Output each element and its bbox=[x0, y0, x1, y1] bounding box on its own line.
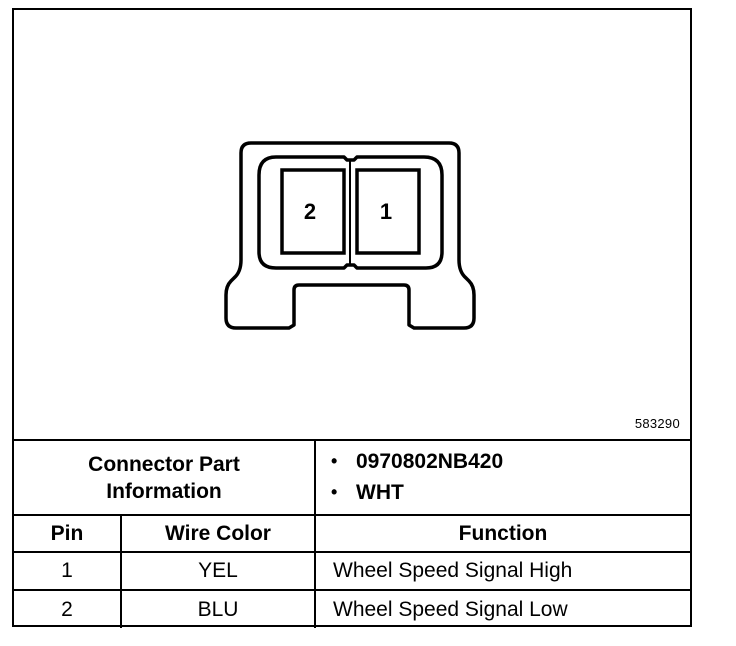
connector-outer-body bbox=[224, 141, 476, 330]
cavity-2-label: 2 bbox=[304, 199, 316, 224]
pin-table-header-row: Pin Wire Color Function bbox=[14, 514, 690, 553]
connector-part-row: Connector Part Information • 0970802NB42… bbox=[14, 439, 690, 516]
table-row: 2 BLU Wheel Speed Signal Low bbox=[14, 589, 690, 628]
connector-color: • WHT bbox=[331, 477, 690, 508]
connector-info-table: Connector Part Information • 0970802NB42… bbox=[14, 439, 690, 628]
pin-cell: 1 bbox=[14, 551, 122, 591]
connector-part-label-line2: Information bbox=[106, 479, 222, 503]
function-cell: Wheel Speed Signal Low bbox=[314, 589, 690, 628]
connector-part-number: • 0970802NB420 bbox=[331, 446, 690, 477]
pin-column-header: Pin bbox=[14, 514, 122, 553]
connector-part-values-cell: • 0970802NB420 • WHT bbox=[314, 439, 690, 516]
connector-drawing-area: 2 1 583290 bbox=[14, 10, 690, 439]
connector-part-number-text: 0970802NB420 bbox=[356, 450, 504, 473]
function-column-header: Function bbox=[314, 514, 690, 553]
bullet-icon: • bbox=[331, 451, 338, 471]
pin-cell: 2 bbox=[14, 589, 122, 628]
connector-face-diagram: 2 1 bbox=[224, 141, 476, 330]
figure-number: 583290 bbox=[634, 416, 680, 431]
wire-color-cell: BLU bbox=[120, 589, 316, 628]
function-cell: Wheel Speed Signal High bbox=[314, 551, 690, 591]
connector-part-label-cell: Connector Part Information bbox=[14, 439, 316, 516]
cavity-2 bbox=[280, 168, 346, 255]
table-row: 1 YEL Wheel Speed Signal High bbox=[14, 551, 690, 591]
connector-color-text: WHT bbox=[356, 481, 404, 504]
connector-end-view-frame: 2 1 583290 Connector Part Information • … bbox=[12, 8, 692, 628]
wire-color-column-header: Wire Color bbox=[120, 514, 316, 553]
connector-inner-shell bbox=[257, 155, 444, 270]
connector-part-list: • 0970802NB420 • WHT bbox=[316, 441, 690, 508]
cavity-1 bbox=[355, 168, 421, 255]
cavity-1-label: 1 bbox=[380, 199, 392, 224]
bullet-icon: • bbox=[331, 482, 338, 502]
connector-part-label-line1: Connector Part bbox=[88, 452, 240, 476]
wire-color-cell: YEL bbox=[120, 551, 316, 591]
